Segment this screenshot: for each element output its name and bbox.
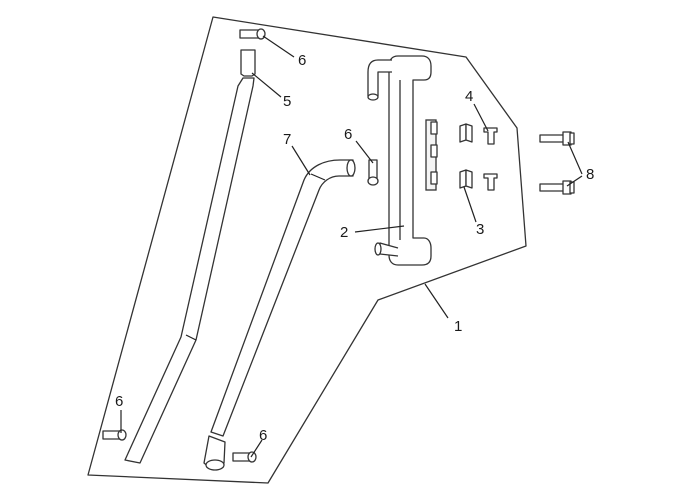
callout-6-lower-right: 6 xyxy=(259,427,267,444)
bolt-part-8-lower xyxy=(539,180,575,195)
leader-2 xyxy=(354,225,405,233)
tube-part-5 xyxy=(124,49,256,464)
leader-4 xyxy=(473,103,489,132)
bracket-part-4 xyxy=(483,127,498,191)
leader-8b xyxy=(566,175,583,187)
callout-8: 8 xyxy=(586,166,594,183)
callout-labels: 1 2 3 4 5 6 6 6 6 7 8 xyxy=(115,52,594,444)
callout-3: 3 xyxy=(476,221,484,238)
leader-8a xyxy=(567,141,583,175)
leader-7 xyxy=(291,145,311,176)
tube-part-7 xyxy=(203,159,356,471)
callout-4: 4 xyxy=(465,88,473,105)
leader-6-mid xyxy=(355,140,374,164)
leader-lines xyxy=(120,35,583,458)
screw-part-6-mid xyxy=(367,159,379,186)
screw-part-6-top xyxy=(239,28,266,40)
callout-6-top: 6 xyxy=(298,52,306,69)
leader-5 xyxy=(251,72,282,98)
panel-plate-part-1 xyxy=(87,16,527,484)
clip-part-3 xyxy=(459,123,473,189)
screw-part-6-lower-right xyxy=(232,451,257,463)
bolt-part-8-upper xyxy=(539,131,575,146)
leader-6-lower-right xyxy=(250,439,263,458)
callout-2: 2 xyxy=(340,224,348,241)
callout-7: 7 xyxy=(283,131,291,148)
leader-1 xyxy=(424,283,449,319)
rail-part-2 xyxy=(367,55,438,266)
callout-6-mid: 6 xyxy=(344,126,352,143)
callout-1: 1 xyxy=(454,318,462,335)
callout-6-lower-left: 6 xyxy=(115,393,123,410)
callout-5: 5 xyxy=(283,93,291,110)
leader-3 xyxy=(463,186,477,223)
leader-6-top xyxy=(262,35,295,58)
screw-part-6-lower-left xyxy=(102,429,127,441)
